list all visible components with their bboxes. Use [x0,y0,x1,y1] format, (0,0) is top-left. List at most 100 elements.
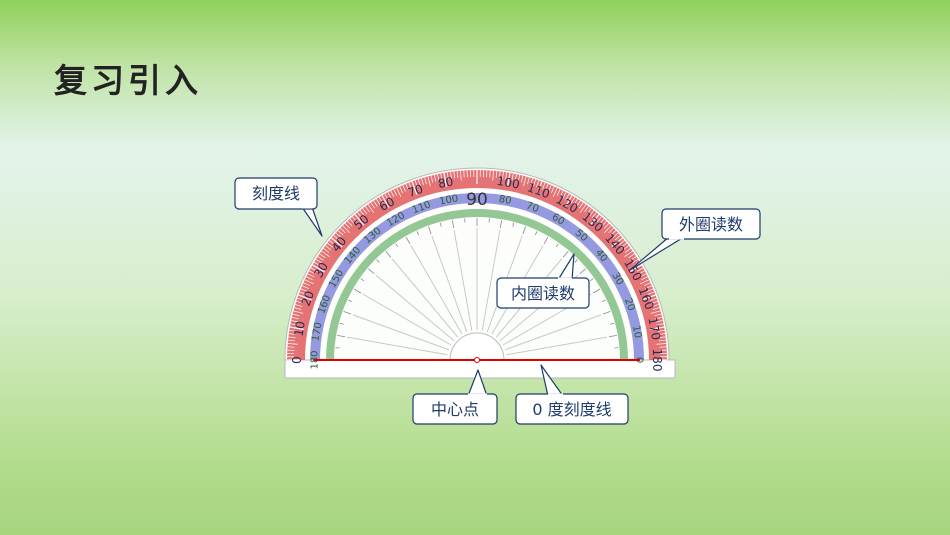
degree-tick [642,294,656,301]
inner-tick [353,288,362,294]
degree-tick [390,190,395,198]
degree-tick [446,172,449,180]
callout-inner-reading: 内圈读数 [496,253,590,309]
degree-tick [430,175,434,183]
degree-tick [347,220,353,227]
degree-tick [411,181,418,195]
inner-tick [534,231,538,236]
degree-tick [342,225,351,234]
callout-scale-line: 刻度线 [234,177,323,237]
degree-tick [562,192,567,199]
inner-tick [543,236,549,245]
degree-tick [319,253,326,258]
degree-tick [498,171,501,179]
degree-tick [644,282,651,286]
degree-tick [639,273,647,278]
page-title: 复习引入 [54,61,202,100]
degree-tick [517,174,521,182]
degree-tick [514,174,517,182]
degree-tick [357,212,363,219]
degree-tick [536,181,543,195]
degree-tick [611,237,623,248]
degree-spoke [362,293,452,346]
degree-tick [551,186,555,193]
degree-tick [650,310,661,314]
degree-tick [312,264,325,273]
degree-tick [658,333,666,335]
degree-tick [573,198,579,206]
degree-tick [624,250,633,258]
degree-tick [591,212,597,219]
inner-tick [574,259,578,263]
outer-scale-label: 60 [377,194,397,214]
degree-tick [638,270,645,275]
degree-tick [456,170,459,179]
degree-tick [552,187,558,198]
degree-tick [335,232,342,238]
degree-tick [440,173,443,181]
degree-tick [565,193,570,201]
inner-tick [579,268,587,275]
inner-tick [610,322,615,325]
degree-tick [325,245,332,251]
degree-tick [603,225,612,234]
degree-tick [599,218,605,225]
degree-tick [370,202,375,209]
degree-spoke [505,314,602,351]
degree-tick [309,270,316,275]
outer-scale-label: 80 [437,175,454,191]
degree-tick [296,300,304,304]
degree-tick [576,200,581,207]
degree-tick [656,323,664,326]
inner-tick [555,243,559,248]
degree-tick [329,240,336,246]
inner-tick [416,231,420,236]
degree-tick [327,242,334,248]
degree-tick [618,240,625,246]
degree-tick [542,182,546,190]
degree-tick [437,174,440,182]
inner-scale-label: 60 [550,212,567,228]
degree-tick [624,247,631,253]
degree-tick [533,179,537,187]
degree-tick [421,178,424,186]
degree-tick [300,288,308,292]
degree-tick [630,256,637,261]
degree-tick [584,206,590,213]
inner-tick [589,278,594,282]
degree-tick [378,196,384,204]
inner-tick [343,311,352,315]
callout-center-point-label: 中心点 [431,400,479,419]
degree-tick [396,187,402,198]
outer-scale-label: 180 [650,349,664,372]
degree-tick [645,285,653,289]
degree-tick [628,253,635,258]
degree-tick [655,316,663,320]
degree-tick [652,307,660,310]
degree-tick [289,326,304,331]
degree-tick [603,223,610,229]
degree-tick [556,189,561,196]
degree-tick [589,210,595,217]
inner-tick [562,250,569,258]
degree-tick [536,180,540,188]
inner-tick [601,299,606,303]
degree-tick [381,195,390,208]
degree-tick [310,267,318,272]
degree-tick [614,235,621,241]
degree-tick [460,170,462,181]
degree-tick [612,232,619,238]
degree-tick [520,175,524,183]
degree-tick [306,276,313,281]
degree-tick [502,171,504,179]
outer-scale-label: 20 [299,289,317,308]
degree-spoke [346,336,448,356]
callout-inner-reading-label: 内圈读数 [511,284,575,303]
callout-outer-reading-label: 外圈读数 [679,215,743,234]
degree-tick [291,316,299,320]
degree-tick [453,171,456,179]
degree-tick [301,285,309,289]
inner-scale-label: 170 [310,322,324,343]
